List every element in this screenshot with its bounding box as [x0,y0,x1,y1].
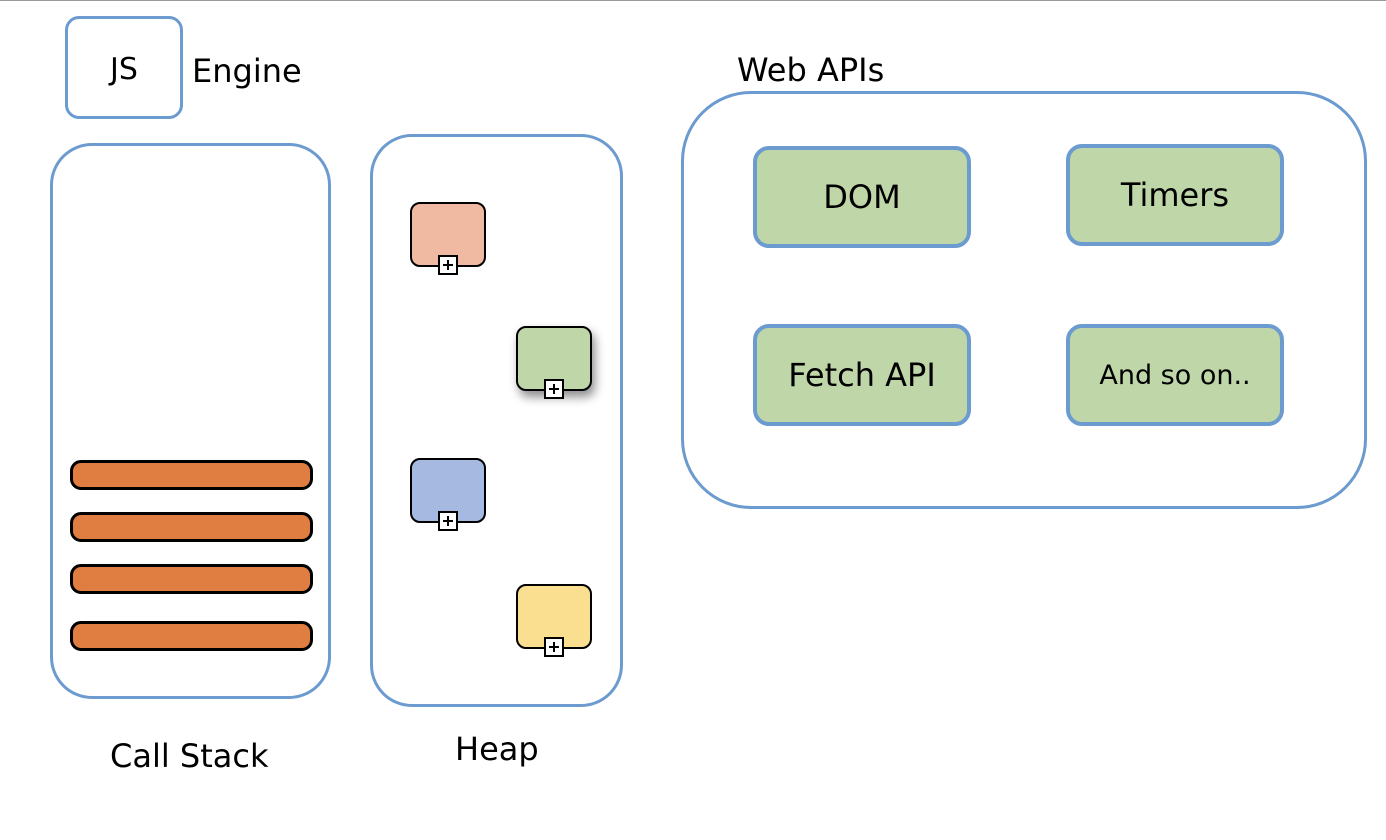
js-badge-label: JS [110,52,138,87]
heap-label: Heap [455,730,539,768]
expand-icon[interactable] [438,511,458,531]
top-divider [0,0,1386,1]
web-api-dom[interactable]: DOM [753,146,971,248]
expand-icon[interactable] [544,637,564,657]
stack-frame [70,564,313,594]
call-stack-label: Call Stack [110,737,269,775]
web-apis-label: Web APIs [737,51,885,89]
engine-label: Engine [192,52,302,90]
heap-object[interactable] [516,584,592,657]
expand-icon[interactable] [438,255,458,275]
call-stack-container [50,143,331,699]
web-api-timers[interactable]: Timers [1066,144,1284,246]
heap-object[interactable] [410,202,486,275]
stack-frame [70,460,313,490]
stack-frame [70,512,313,542]
stack-frame [70,621,313,651]
expand-icon[interactable] [544,379,564,399]
heap-object[interactable] [516,326,592,399]
web-api-and-so-on[interactable]: And so on.. [1066,324,1284,426]
js-badge: JS [65,16,183,119]
heap-object[interactable] [410,458,486,531]
web-api-fetch[interactable]: Fetch API [753,324,971,426]
